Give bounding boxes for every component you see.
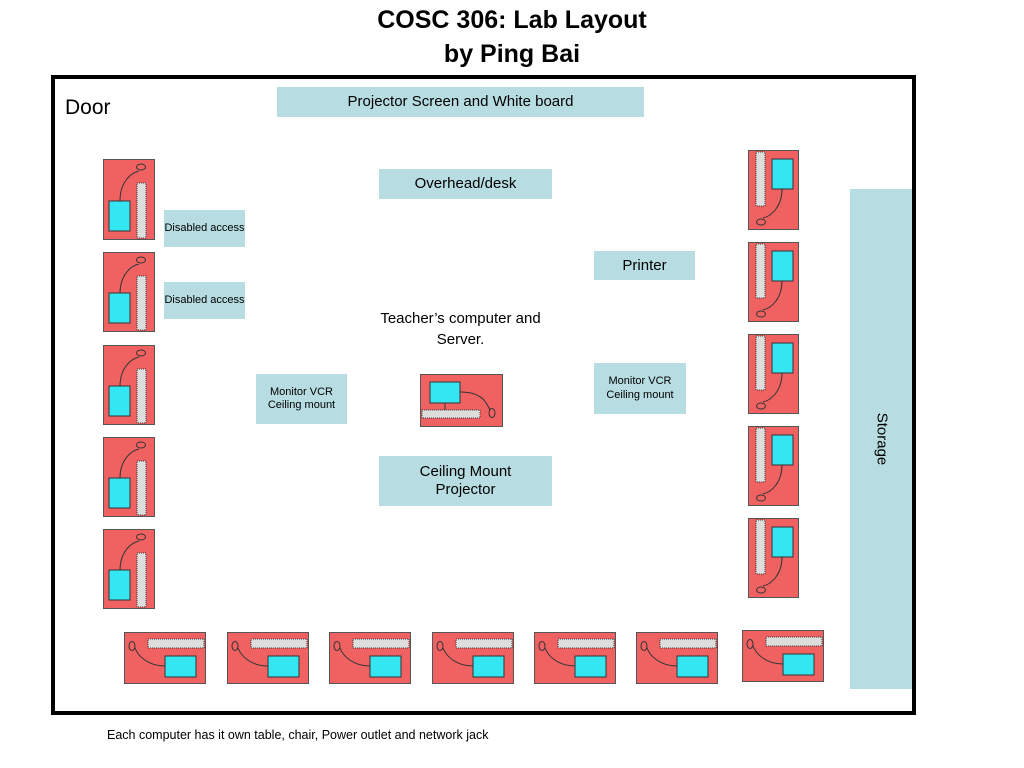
workstation-right-1 [748,150,799,230]
workstation-left-2 [103,252,155,332]
ceiling-projector-label: Ceiling Mount Projector [379,456,552,506]
disabled-access-label-2: Disabled access [164,282,245,319]
workstation-bottom-4 [432,632,514,684]
workstation-left-5 [103,529,155,609]
storage-area: Storage [850,189,912,689]
lab-room-outline [51,75,916,715]
disabled-access-label-1: Disabled access [164,210,245,247]
workstation-bottom-1 [124,632,206,684]
workstation-right-2 [748,242,799,322]
storage-label: Storage [872,412,890,466]
workstation-bottom-7 [742,630,824,682]
workstation-bottom-2 [227,632,309,684]
workstation-bottom-3 [329,632,411,684]
workstation-right-4 [748,426,799,506]
overhead-desk-label: Overhead/desk [379,169,552,199]
workstation-right-3 [748,334,799,414]
monitor-vcr-left-label: Monitor VCR Ceiling mount [256,374,347,424]
page-subtitle: by Ping Bai [443,40,581,68]
workstation-left-3 [103,345,155,425]
page-title: COSC 306: Lab Layout [377,6,647,34]
door-label: Door [65,96,111,119]
projector-screen-label: Projector Screen and White board [277,87,644,117]
footnote: Each computer has it own table, chair, P… [107,728,489,742]
teacher-computer-label: Teacher’s computer and Server. [380,310,541,348]
workstation-left-4 [103,437,155,517]
workstation-bottom-5 [534,632,616,684]
workstation-left-1 [103,159,155,240]
workstation-right-5 [748,518,799,598]
teacher-workstation [420,374,503,427]
workstation-bottom-6 [636,632,718,684]
monitor-vcr-right-label: Monitor VCR Ceiling mount [594,363,686,414]
printer-label: Printer [594,251,695,280]
